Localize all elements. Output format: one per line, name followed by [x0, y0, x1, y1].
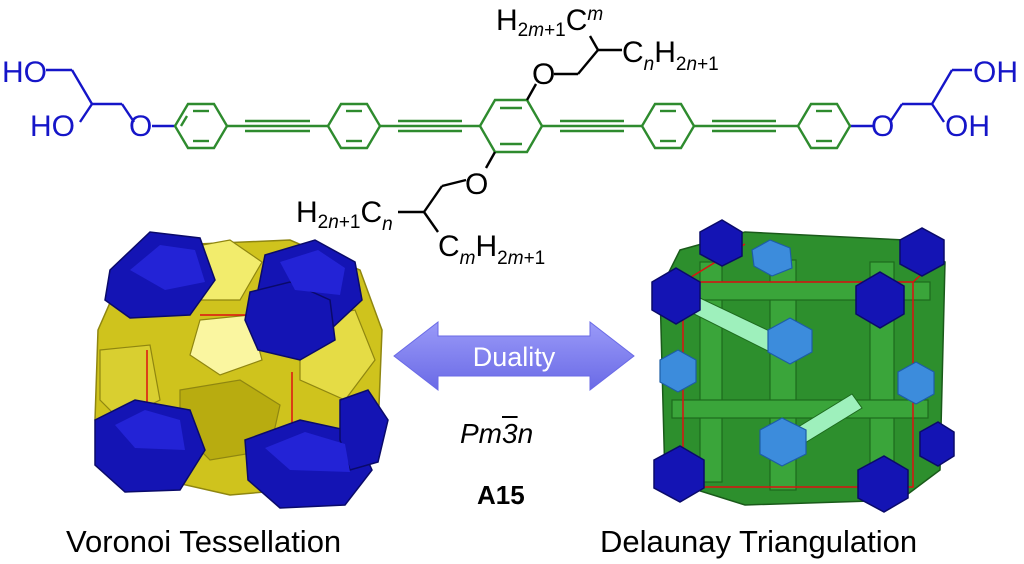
top-chain-label-a: H2m+1Cm [496, 4, 603, 41]
hydroxyl-bottom-right: OH [945, 110, 990, 143]
alkyl-chains [398, 35, 622, 233]
bottom-chain-label-a: H2n+1Cn [296, 196, 393, 235]
ether-bottom: O [465, 168, 488, 201]
hydroxyl-top-right: OH [973, 56, 1018, 89]
duality-arrow: Duality [393, 320, 635, 392]
hydroxyl-top-left: HO [2, 56, 47, 89]
aromatic-core [173, 98, 852, 154]
right-glycerol [850, 68, 972, 128]
light-blue-node-lower [759, 417, 807, 467]
light-blue-node-upper [767, 317, 813, 365]
hydroxyl-bottom-left: HO [30, 110, 75, 143]
light-blue-node-left [659, 349, 697, 393]
molecule-structure: HO HO O OH OH O [2, 4, 1018, 269]
space-group-label: Pm3n [460, 418, 534, 449]
phase-label: A15 [477, 480, 525, 510]
blue-node-mid-right [855, 271, 905, 329]
left-glycerol [46, 68, 175, 128]
blue-node-top-right [899, 227, 945, 277]
green-rod-horizontal-2 [671, 399, 929, 419]
blue-node-right-bottom [919, 421, 955, 467]
delaunay-caption: Delaunay Triangulation [600, 524, 918, 559]
delaunay-triangulation-model [651, 219, 955, 513]
top-chain-label-b: CnH2n+1 [622, 36, 719, 75]
svg-text:H2n+1Cn: H2n+1Cn [296, 196, 393, 235]
blue-node-top-left [699, 219, 743, 267]
blue-cell-right-mid [339, 389, 389, 471]
ether-top: O [532, 58, 555, 91]
ether-left: O [129, 110, 152, 143]
svg-text:CmH2m+1: CmH2m+1 [438, 230, 545, 269]
blue-node-bottom-left [653, 445, 705, 503]
voronoi-caption: Voronoi Tessellation [66, 524, 342, 559]
svg-text:CnH2n+1: CnH2n+1 [622, 36, 719, 75]
bottom-chain-label-b: CmH2m+1 [438, 230, 545, 269]
svg-text:H2m+1Cm: H2m+1Cm [496, 4, 603, 41]
yellow-cell-highlight [189, 314, 263, 376]
voronoi-tessellation-model [94, 231, 389, 509]
blue-node-mid-left [651, 267, 701, 325]
light-blue-node-right [897, 361, 935, 405]
ether-right: O [871, 110, 894, 143]
duality-label: Duality [473, 342, 556, 372]
blue-node-bottom-right [857, 455, 909, 513]
light-blue-node-top [751, 239, 793, 277]
